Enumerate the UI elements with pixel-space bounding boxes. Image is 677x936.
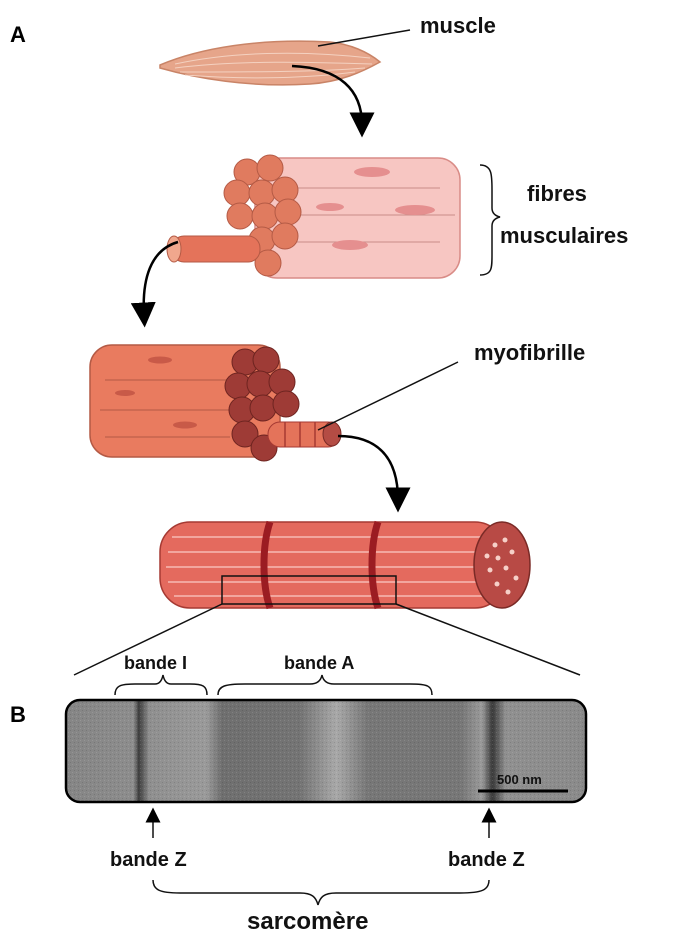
myofibrille-label: myofibrille (474, 340, 585, 365)
bande-z-left-label: bande Z (110, 849, 187, 871)
fibres-label-line1: fibres (527, 181, 587, 206)
muscle-fiber-bundle (167, 155, 460, 278)
bande-z-right-label: bande Z (448, 849, 525, 871)
zoom-line-right (396, 604, 580, 675)
sarcomere-brace (153, 880, 489, 905)
muscle-illustration (160, 41, 380, 85)
bande-i-brace (115, 675, 207, 695)
arrow-myofibril-to-sarcomeres (338, 436, 398, 500)
bande-i-label: bande I (124, 653, 187, 673)
panel-label-a: A (10, 22, 26, 47)
sarcomere-label: sarcomère (247, 908, 368, 935)
panel-label-b: B (10, 702, 26, 727)
fibres-label-line2: musculaires (500, 223, 628, 248)
scale-bar-label: 500 nm (497, 772, 542, 787)
single-myofibril (160, 522, 530, 608)
muscle-leader-line (318, 30, 410, 46)
myofibrille-leader-line (318, 362, 458, 430)
fibres-brace (480, 165, 500, 275)
muscle-label: muscle (420, 13, 496, 38)
bande-a-brace (218, 675, 432, 695)
myofibril-bundle (90, 345, 341, 461)
bande-a-label: bande A (284, 653, 354, 673)
